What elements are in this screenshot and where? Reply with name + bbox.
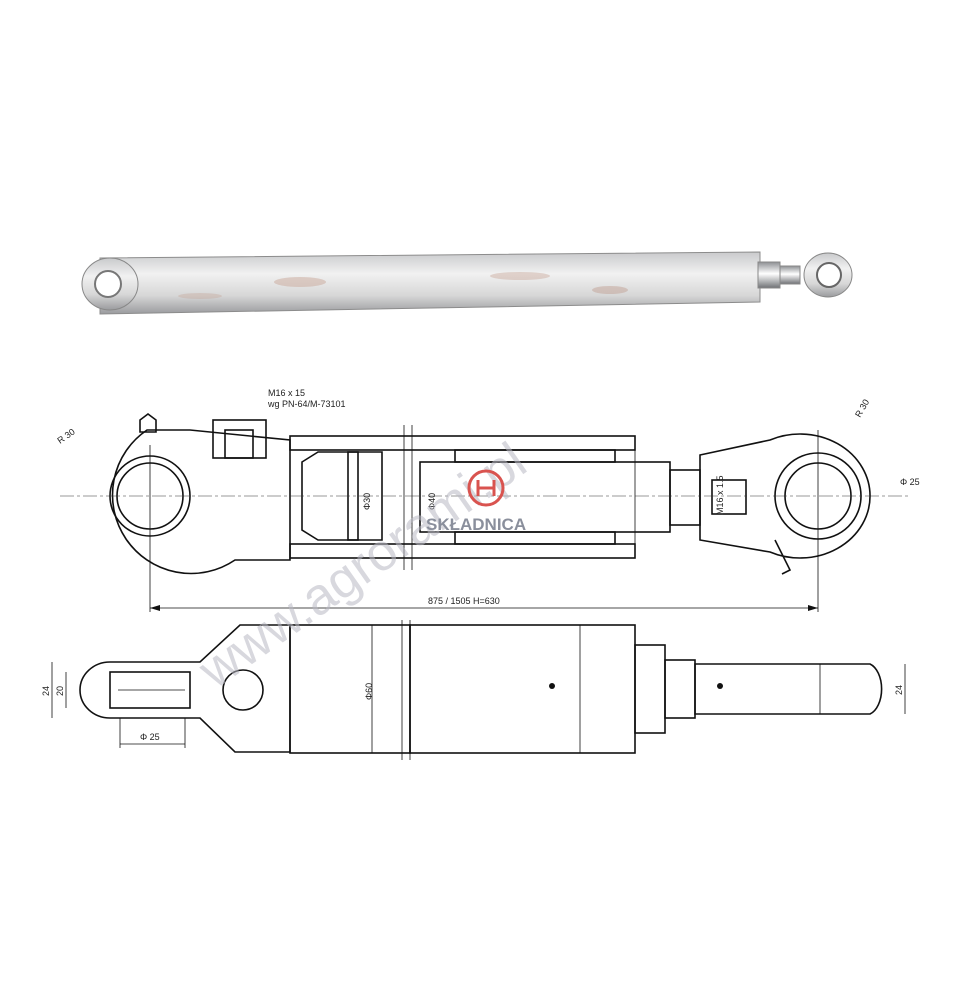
radius-right-label: R 30 [853,398,871,419]
rod-diameter-label: Φ30 [362,493,372,510]
piston-diameter-label: Φ40 [427,493,437,510]
rod-end-height-label: 24 [894,685,904,695]
watermark: www.agrorami.pl SKŁADNICA [188,432,537,701]
height-inner-label: 20 [55,686,65,696]
length-label: 875 / 1505 H=630 [428,596,500,606]
pin-right-diameter-label: Φ 25 [900,477,920,487]
thread-spec-label: M16 x 15 [268,388,305,398]
height-outer-label: 24 [41,686,51,696]
logo-text: SKŁADNICA [426,515,526,534]
cylinder-photo [81,251,853,315]
radius-left-label: R 30 [55,427,76,446]
top-view [51,620,906,760]
thread-std-label: wg PN-64/M-73101 [267,399,346,409]
rod-thread-label: M16 x 1.5 [715,475,725,515]
skladnica-logo: SKŁADNICA [426,469,526,534]
body-diameter-label: Φ60 [364,683,374,700]
pin-bottom-diameter-label: Φ 25 [140,732,160,742]
section-view [60,413,910,612]
dimension-labels: M16 x 15 wg PN-64/M-73101 R 30 R 30 Φ 25… [41,388,920,742]
